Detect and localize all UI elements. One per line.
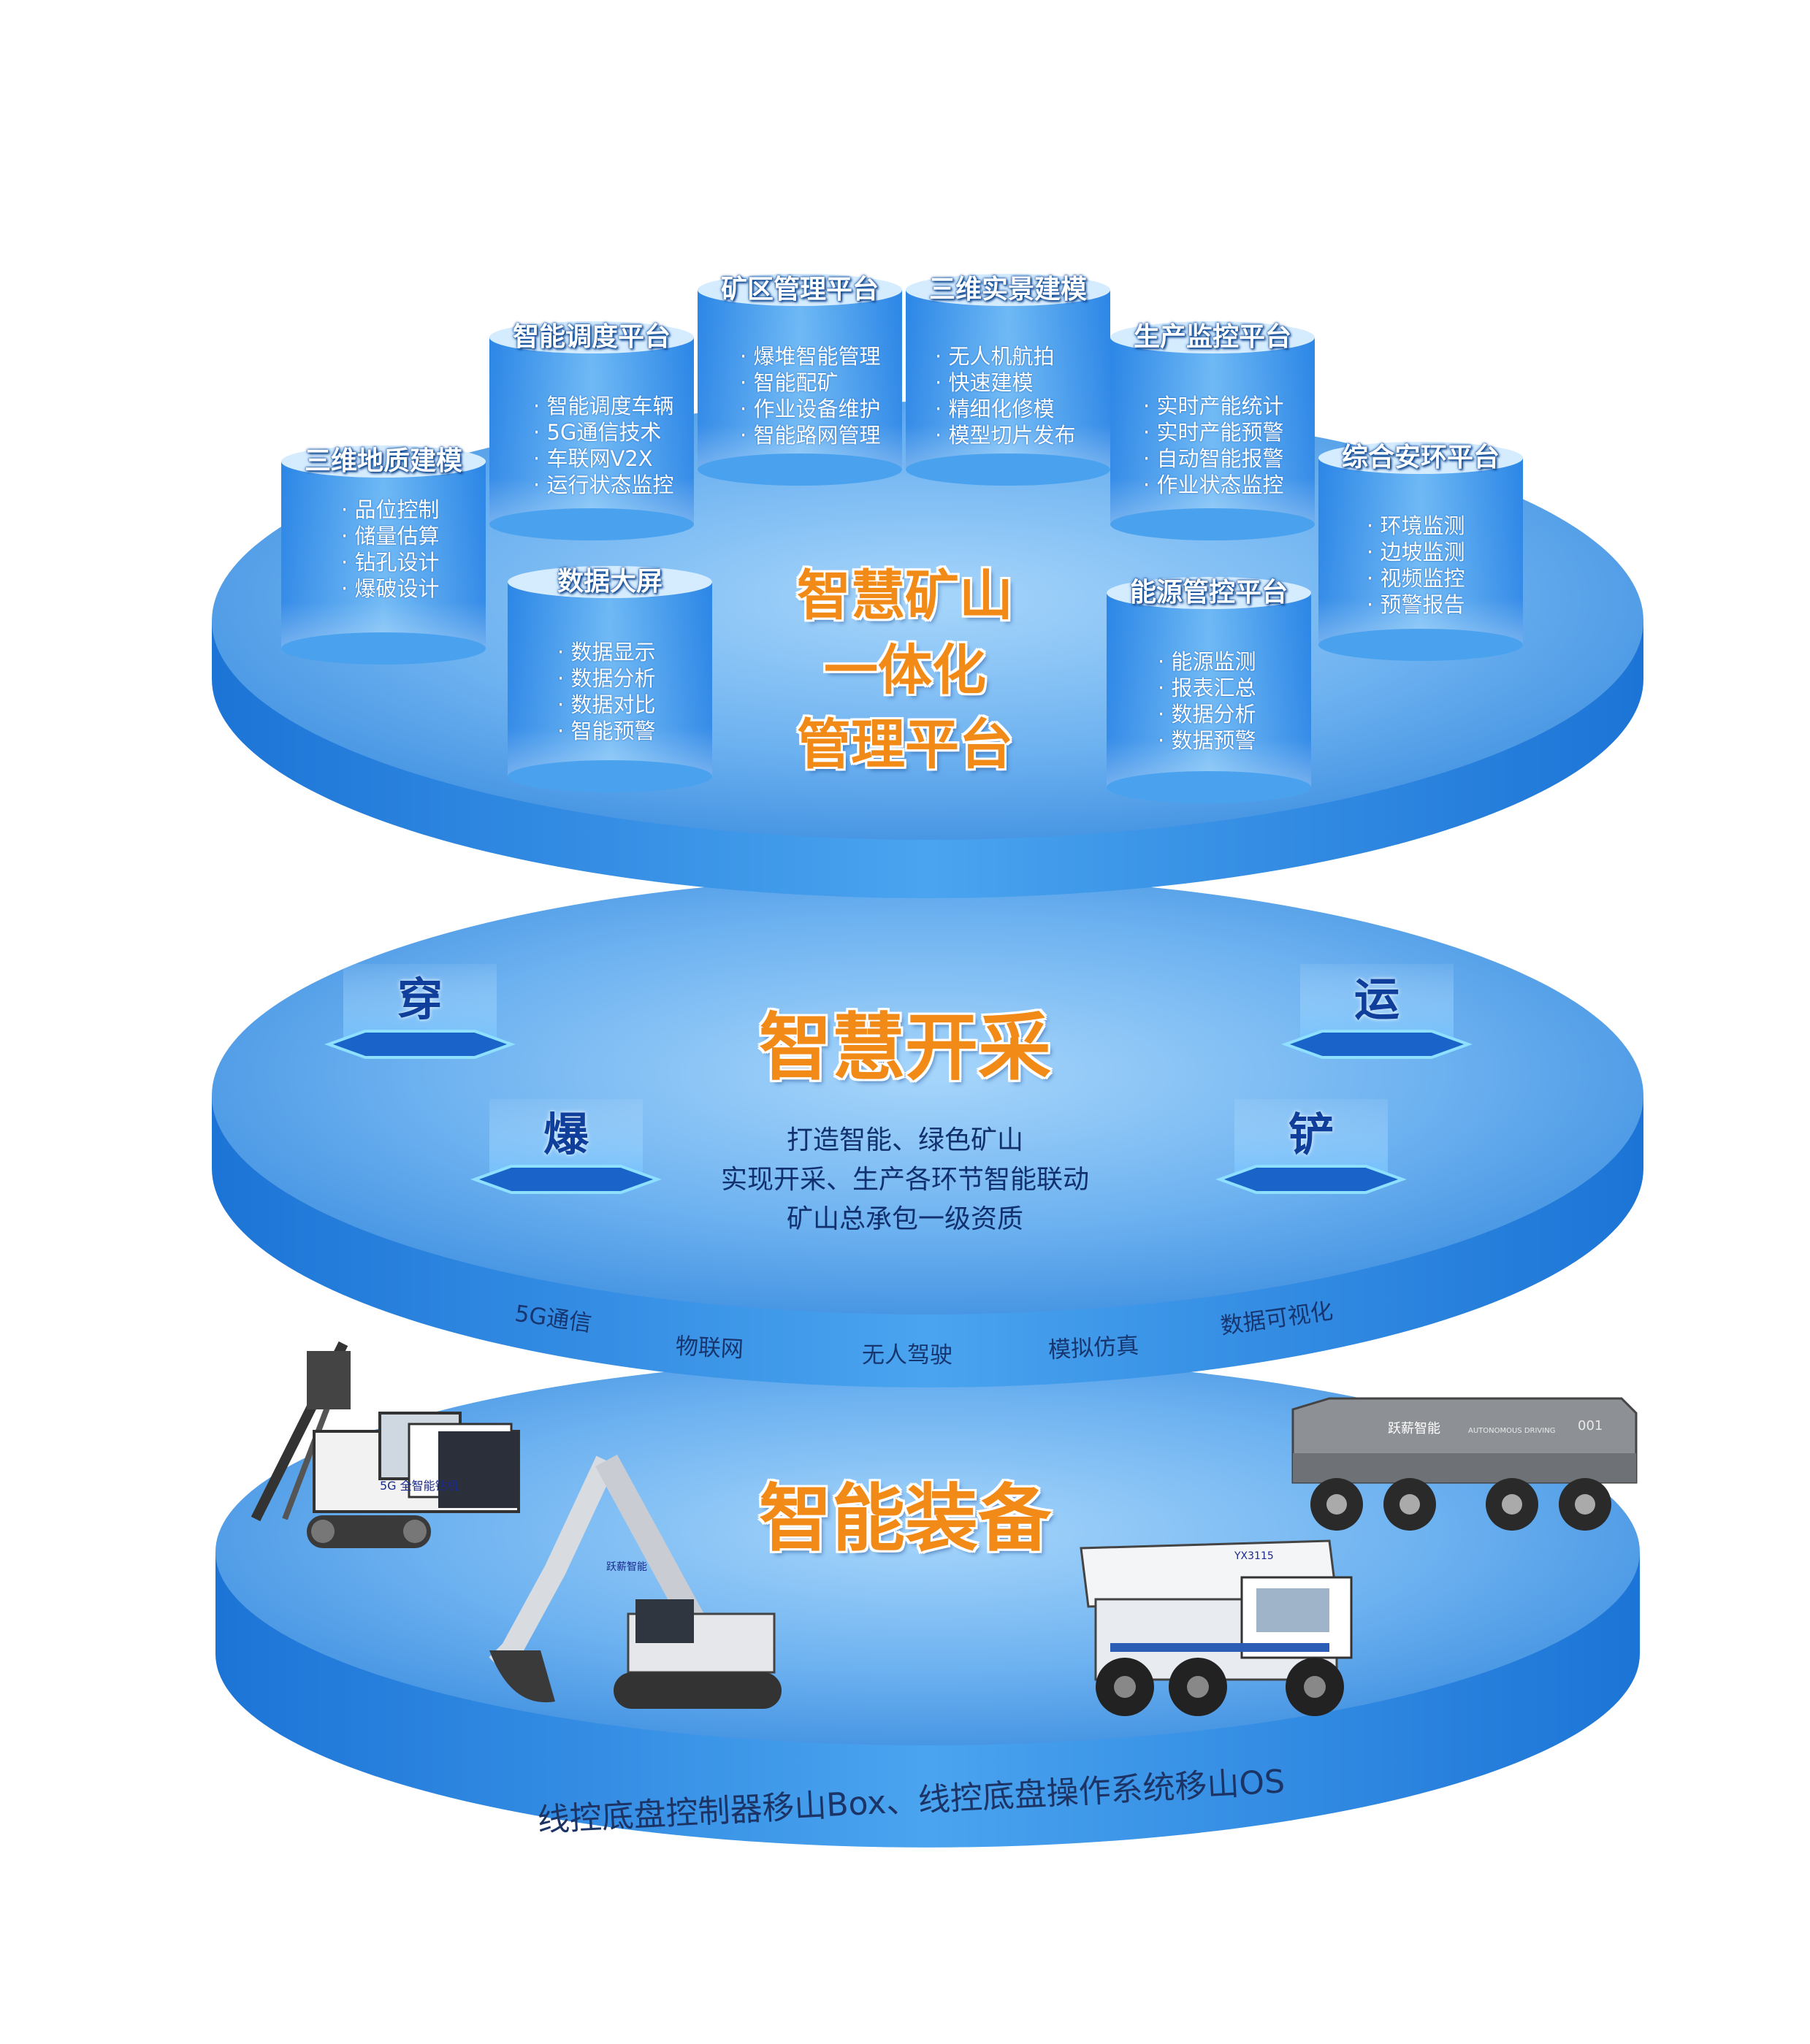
module-item: 作业设备维护 xyxy=(740,396,944,422)
module-title: 矿区管理平台 xyxy=(720,275,879,305)
module-item: 精细化修模 xyxy=(935,396,1139,422)
module-title: 三维实景建模 xyxy=(928,275,1087,305)
module-geology-modeling: 三维地质建模 品位控制 储量估算 钻孔设计 爆破设计 xyxy=(281,445,486,665)
module-item: 实时产能统计 xyxy=(1143,393,1348,419)
description-line: 实现开采、生产各环节智能联动 xyxy=(720,1165,1089,1195)
module-item: 运行状态监控 xyxy=(533,472,738,498)
tech-autonomous-driving: 无人驾驶 xyxy=(862,1342,952,1369)
module-title: 生产监控平台 xyxy=(1133,322,1291,352)
top-title-line-1: 智慧矿山 xyxy=(797,564,1013,627)
module-title: 智能调度平台 xyxy=(512,322,671,352)
top-platform-title: 智慧矿山 一体化 管理平台 xyxy=(0,559,1810,782)
module-safety-environment: 综合安环平台 环境监测 边坡监测 视频监控 预警报告 xyxy=(1318,442,1523,661)
module-item: 智能路网管理 xyxy=(740,422,944,448)
mining-truck-image xyxy=(1080,1539,1353,1716)
module-item: 智能预警 xyxy=(557,718,762,744)
module-item: 自动智能报警 xyxy=(1143,445,1348,472)
autonomous-vehicle-label: 跃薪智能 xyxy=(1388,1421,1440,1436)
module-item: 智能配矿 xyxy=(740,370,944,396)
module-items: 数据显示 数据分析 数据对比 智能预警 xyxy=(508,639,762,744)
module-item: 数据预警 xyxy=(1158,727,1362,754)
autonomous-vehicle-number: 001 xyxy=(1578,1418,1603,1434)
stage-shovel: 铲 xyxy=(1288,1108,1334,1161)
module-items: 无人机航拍 快速建模 精细化修模 模型切片发布 xyxy=(906,343,1139,448)
module-item: 数据分析 xyxy=(557,665,762,692)
module-data-screen: 数据大屏 数据显示 数据分析 数据对比 智能预警 xyxy=(508,566,712,792)
autonomous-vehicle-sublabel: AUTONOMOUS DRIVING xyxy=(1468,1427,1555,1435)
module-title: 能源管控平台 xyxy=(1129,578,1288,608)
module-item: 车联网V2X xyxy=(533,445,738,472)
bottom-platform-title: 智能装备 xyxy=(759,1476,1051,1561)
module-item: 品位控制 xyxy=(341,497,546,523)
module-items: 实时产能统计 实时产能预警 自动智能报警 作业状态监控 xyxy=(1110,393,1348,498)
module-item: 爆堆智能管理 xyxy=(740,343,944,370)
module-3d-reality-modeling: 三维实景建模 无人机航拍 快速建模 精细化修模 模型切片发布 xyxy=(906,274,1110,486)
top-title-line-3: 管理平台 xyxy=(797,713,1013,776)
hex-pedestals xyxy=(324,964,1473,1194)
drill-rig-image xyxy=(251,1341,520,1548)
module-item: 储量估算 xyxy=(341,523,546,549)
autonomous-vehicle-image xyxy=(1291,1397,1638,1531)
module-dispatch-platform: 智能调度平台 智能调度车辆 5G通信技术 车联网V2X 运行状态监控 xyxy=(489,321,694,540)
module-items: 品位控制 储量估算 钻孔设计 爆破设计 xyxy=(281,497,546,602)
drill-rig-label: 5G 全智能钻机 xyxy=(380,1479,459,1493)
module-production-monitoring: 生产监控平台 实时产能统计 实时产能预警 自动智能报警 作业状态监控 xyxy=(1110,321,1315,540)
module-item: 能源监测 xyxy=(1158,648,1362,675)
module-item: 数据分析 xyxy=(1158,701,1362,727)
module-title: 三维地质建模 xyxy=(304,446,462,476)
module-item: 数据对比 xyxy=(557,692,762,718)
stage-transport: 运 xyxy=(1353,973,1399,1026)
description-line: 矿山总承包一级资质 xyxy=(786,1204,1023,1234)
tech-iot: 物联网 xyxy=(674,1333,744,1363)
description-line: 打造智能、绿色矿山 xyxy=(786,1125,1023,1155)
module-item: 环境监测 xyxy=(1367,513,1571,539)
excavator-label: 跃薪智能 xyxy=(606,1561,647,1573)
module-items: 环境监测 边坡监测 视频监控 预警报告 xyxy=(1318,513,1571,618)
module-items: 爆堆智能管理 智能配矿 作业设备维护 智能路网管理 xyxy=(698,343,944,448)
module-energy-management: 能源管控平台 能源监测 报表汇总 数据分析 数据预警 xyxy=(1107,577,1311,803)
module-item: 边坡监测 xyxy=(1367,539,1571,565)
module-item: 预警报告 xyxy=(1367,592,1571,618)
module-item: 钻孔设计 xyxy=(341,549,546,575)
tech-simulation: 模拟仿真 xyxy=(1047,1332,1140,1364)
module-item: 5G通信技术 xyxy=(533,419,738,445)
module-mine-management: 矿区管理平台 爆堆智能管理 智能配矿 作业设备维护 智能路网管理 xyxy=(698,274,902,486)
module-item: 快速建模 xyxy=(935,370,1139,396)
module-item: 实时产能预警 xyxy=(1143,419,1348,445)
middle-platform-title: 智慧开采 xyxy=(759,1005,1051,1090)
module-item: 数据显示 xyxy=(557,639,762,665)
excavator-image xyxy=(489,1454,782,1709)
module-title: 数据大屏 xyxy=(557,567,662,597)
module-item: 作业状态监控 xyxy=(1143,472,1348,498)
stage-drill: 穿 xyxy=(397,973,443,1026)
module-item: 报表汇总 xyxy=(1158,675,1362,701)
mining-truck-label: YX3115 xyxy=(1234,1550,1274,1562)
module-items: 智能调度车辆 5G通信技术 车联网V2X 运行状态监控 xyxy=(489,393,738,498)
stage-blast: 爆 xyxy=(543,1108,589,1161)
module-item: 视频监控 xyxy=(1367,565,1571,592)
module-item: 模型切片发布 xyxy=(935,422,1139,448)
top-title-line-2: 一体化 xyxy=(824,639,986,702)
middle-description: 打造智能、绿色矿山 实现开采、生产各环节智能联动 矿山总承包一级资质 xyxy=(0,1121,1810,1239)
module-items: 能源监测 报表汇总 数据分析 数据预警 xyxy=(1107,648,1362,754)
module-item: 智能调度车辆 xyxy=(533,393,738,419)
module-title: 综合安环平台 xyxy=(1341,443,1500,472)
module-item: 爆破设计 xyxy=(341,575,546,602)
module-item: 无人机航拍 xyxy=(935,343,1139,370)
